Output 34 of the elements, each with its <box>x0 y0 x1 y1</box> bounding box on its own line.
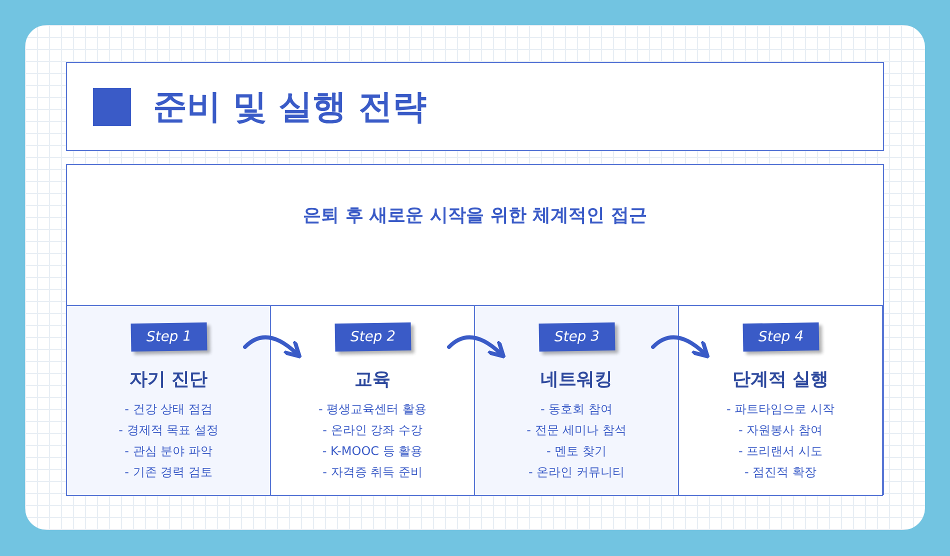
list-item: - 멘토 찾기 <box>546 443 606 460</box>
curved-arrow <box>651 335 710 358</box>
list-item: - 경제적 목표 설정 <box>118 422 218 439</box>
step-heading: 교육 <box>354 368 390 391</box>
content-panel <box>66 164 884 495</box>
list-item: - 온라인 강좌 수강 <box>322 422 422 439</box>
step-column <box>678 305 883 496</box>
list-item: - 건강 상태 점검 <box>124 401 212 418</box>
list-item: - 온라인 커뮤니티 <box>528 464 624 481</box>
step-tag: Step 3 <box>538 322 615 352</box>
list-item: - 기존 경력 검토 <box>124 464 212 481</box>
step-tag: Step 2 <box>334 322 411 352</box>
list-item: - 평생교육센터 활용 <box>318 401 426 418</box>
step-tag: Step 4 <box>742 322 819 352</box>
list-item: - 자격증 취득 준비 <box>322 464 422 481</box>
list-item: - 전문 세미나 참석 <box>526 422 626 439</box>
list-item: - 파트타임으로 시작 <box>726 401 834 418</box>
list-item: - 동호회 참여 <box>540 401 612 418</box>
step-heading: 자기 진단 <box>129 368 208 391</box>
curved-arrow <box>243 335 302 358</box>
step-heading: 단계적 실행 <box>732 368 829 391</box>
list-item: - 점진적 확장 <box>744 464 816 481</box>
list-item: - 프리랜서 시도 <box>738 443 822 460</box>
title: 준비 및 실행 전략 <box>153 86 427 128</box>
step-column <box>66 305 271 496</box>
list-item: - 자원봉사 참여 <box>738 422 822 439</box>
step-tag: Step 1 <box>130 322 207 352</box>
list-item: - K-MOOC 등 활용 <box>322 443 423 460</box>
curved-arrow <box>447 335 506 358</box>
step-heading: 네트워킹 <box>540 368 612 391</box>
step-column <box>474 305 679 496</box>
subtitle: 은퇴 후 새로운 시작을 위한 체계적인 접근 <box>302 204 648 227</box>
list-item: - 관심 분야 파악 <box>124 443 212 460</box>
step-column <box>270 305 475 496</box>
